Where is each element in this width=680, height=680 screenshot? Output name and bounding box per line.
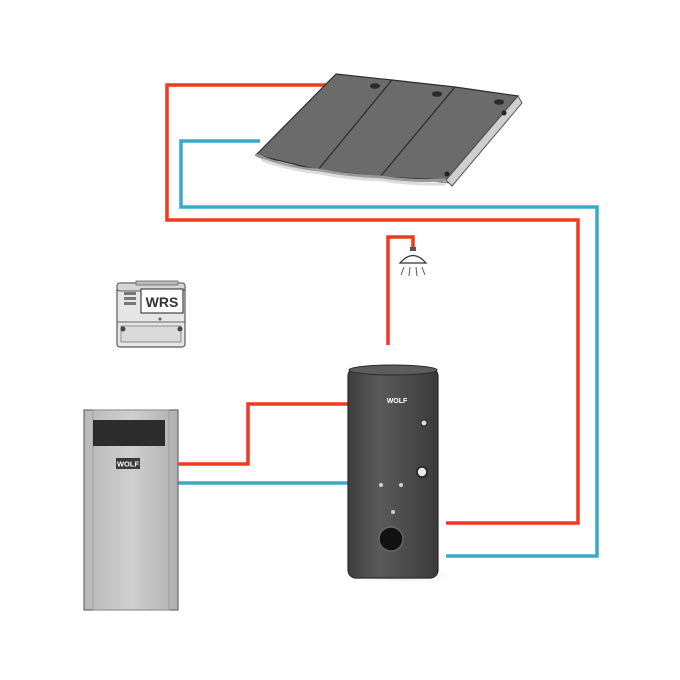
boiler-display — [93, 420, 165, 446]
boiler-icon: WOLF — [83, 409, 179, 611]
tank-flange — [378, 526, 404, 552]
boiler-supply-pipe — [176, 402, 348, 466]
controller-icon: WRS — [116, 280, 186, 348]
shower-icon — [398, 247, 428, 277]
storage-tank-icon: WOLF — [340, 364, 460, 583]
tank-port-left — [379, 483, 383, 487]
tank-port-low — [391, 510, 395, 514]
boiler-brand: WOLF — [117, 460, 139, 469]
tank-thermometer — [416, 466, 428, 478]
solar-return-pipe — [179, 139, 599, 558]
solar-collector-icon — [254, 73, 523, 187]
hot-water-pipe — [386, 235, 415, 345]
tank-brand: WOLF — [387, 398, 408, 405]
pipes — [165, 83, 599, 558]
solar-supply-pipe — [165, 83, 580, 525]
tank-port-right — [399, 483, 403, 487]
boiler-logo — [116, 458, 140, 469]
tank-sensor-port — [420, 419, 428, 427]
controller-label: WRS — [146, 294, 179, 310]
